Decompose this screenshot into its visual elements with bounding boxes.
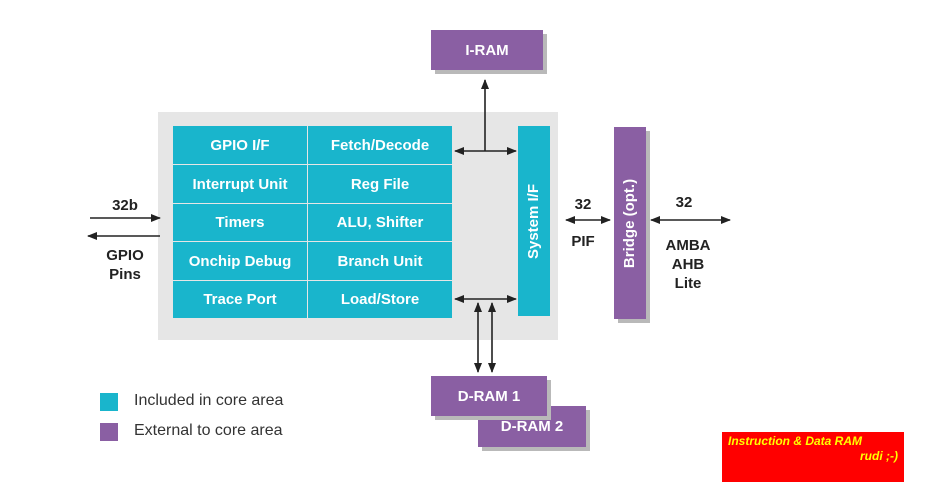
amba-label-line1: AMBA — [665, 237, 711, 254]
gpio-label-line2: Pins — [109, 266, 141, 283]
pif-width-label: 32 — [574, 196, 592, 213]
system-if-block: System I/F — [518, 126, 550, 316]
amba-label-line3: Lite — [674, 275, 702, 292]
branch-unit-block: Branch Unit — [308, 242, 452, 280]
pif-label: PIF — [571, 233, 595, 250]
legend-external-label: External to core area — [134, 422, 283, 439]
legend-external-swatch — [100, 423, 118, 441]
gpio-label-line1: GPIO — [106, 247, 144, 264]
trace-port-block: Trace Port — [173, 281, 307, 318]
amba-label-line2: AHB — [671, 256, 705, 273]
timers-block: Timers — [173, 204, 307, 241]
legend-core-swatch — [100, 393, 118, 411]
fetch-decode-block: Fetch/Decode — [308, 126, 452, 164]
gpio-if-block: GPIO I/F — [173, 126, 307, 164]
note-line1: Instruction & Data RAM — [728, 434, 863, 448]
amba-ahb-lite-label: AMBA AHB Lite — [655, 236, 721, 293]
amba-width-label: 32 — [675, 194, 693, 211]
interrupt-unit-block: Interrupt Unit — [173, 165, 307, 203]
gpio-width-label: 32b — [112, 197, 138, 214]
onchip-debug-block: Onchip Debug — [173, 242, 307, 280]
legend-core-label: Included in core area — [134, 392, 284, 409]
dram1-block: D-RAM 1 — [431, 376, 547, 416]
load-store-block: Load/Store — [308, 281, 452, 318]
gpio-pins-label: GPIO Pins — [95, 246, 155, 284]
note-box: Instruction & Data RAM rudi ;-) — [722, 432, 904, 482]
reg-file-block: Reg File — [308, 165, 452, 203]
alu-shifter-block: ALU, Shifter — [308, 204, 452, 241]
iram-block: I-RAM — [431, 30, 543, 70]
note-line2: rudi ;-) — [860, 449, 898, 463]
bridge-block: Bridge (opt.) — [614, 127, 646, 319]
